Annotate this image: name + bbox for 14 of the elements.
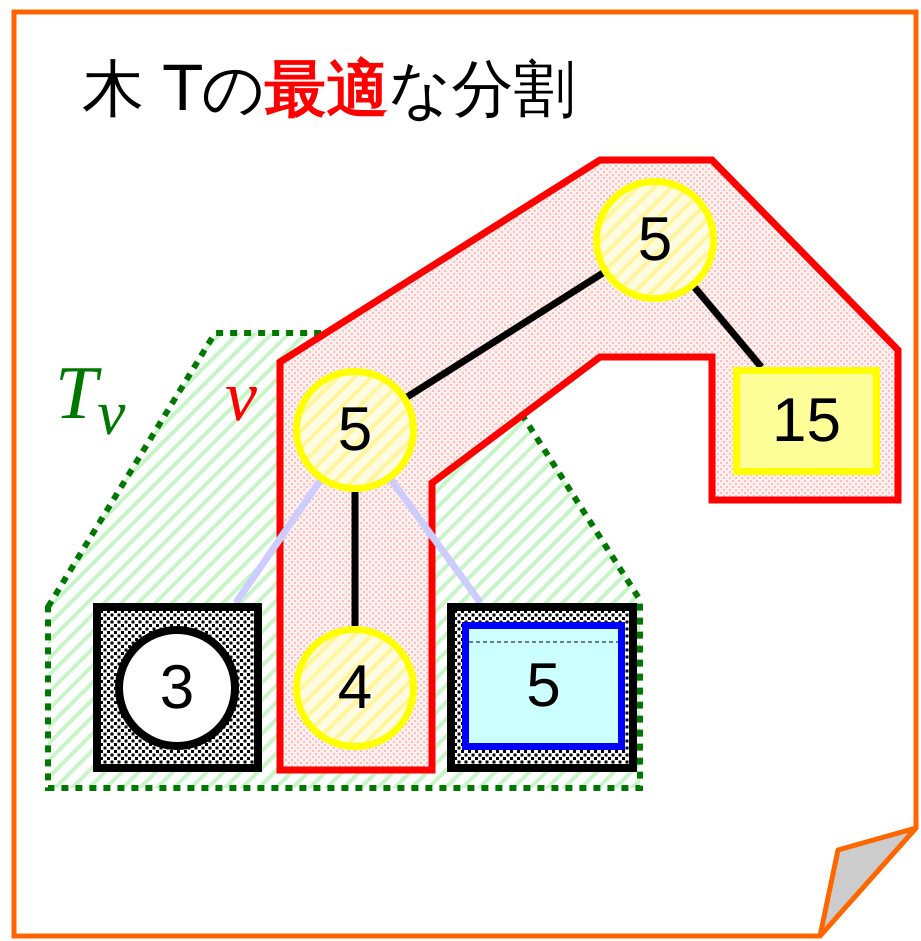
node-label: v xyxy=(225,360,257,432)
tree-edge xyxy=(406,270,604,400)
node-value: 5 xyxy=(526,655,561,717)
tree-edge xyxy=(388,478,484,606)
node-value: 15 xyxy=(772,390,841,452)
title: 木 Tの最適な分割 xyxy=(82,52,576,126)
tree-edge xyxy=(692,285,764,370)
node-value: 4 xyxy=(338,657,372,719)
node-value: 5 xyxy=(338,399,372,461)
tree-edge xyxy=(352,492,358,626)
node-value: 3 xyxy=(160,657,194,719)
subtree-label: T$_{v}$ xyxy=(55,355,126,446)
tree-edge xyxy=(232,479,323,605)
node-value: 5 xyxy=(638,209,672,271)
